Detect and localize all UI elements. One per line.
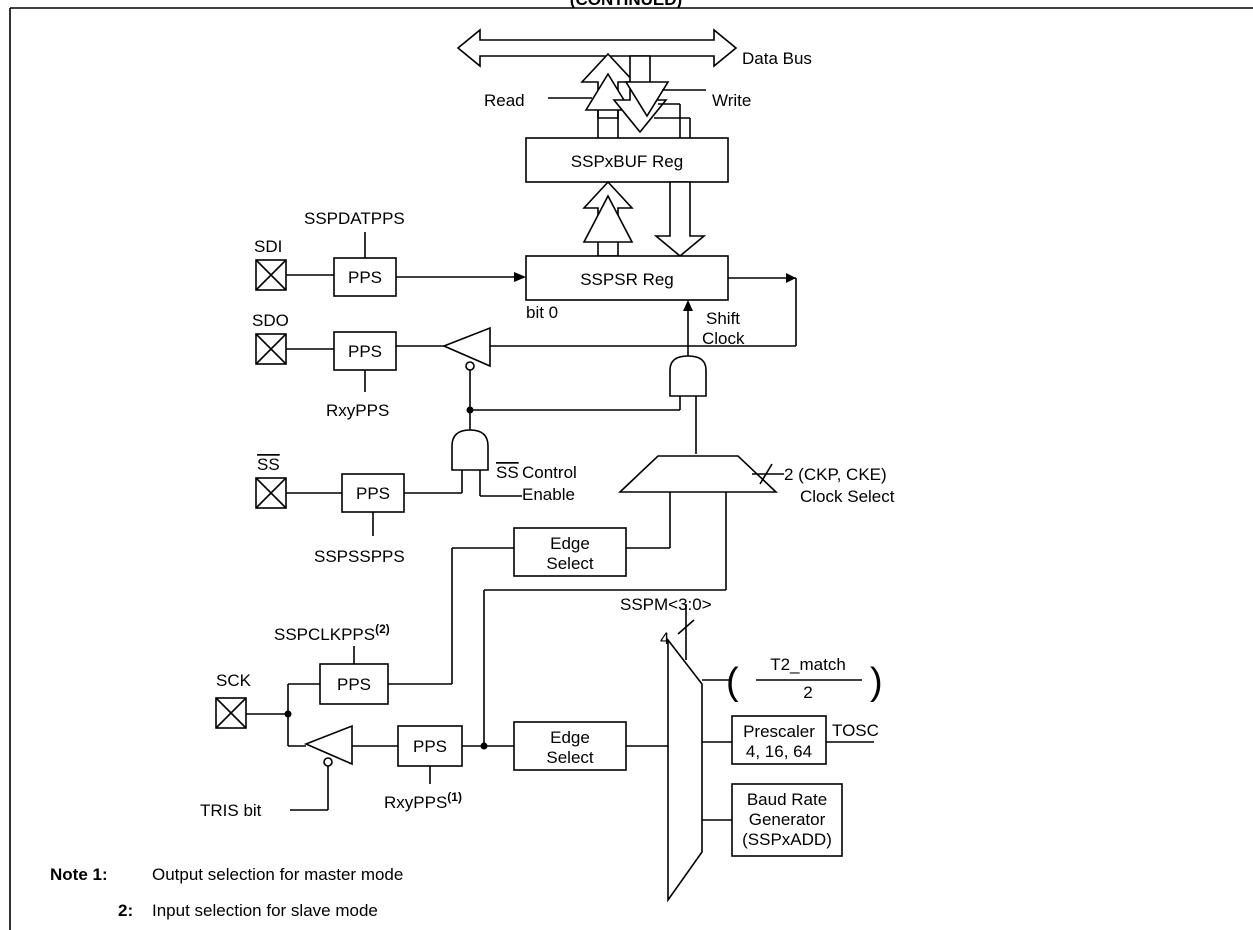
shift-label: Shift (706, 309, 740, 328)
baud-label1: Baud Rate (747, 790, 827, 809)
sdo-label: SDO (252, 311, 289, 330)
edge-lower-label1: Edge (550, 728, 590, 747)
clock-label: Clock (702, 329, 745, 348)
ss-label: SS (257, 455, 280, 474)
baud-rate-generator-box (731, 783, 843, 857)
sspclkpps-label: SSPCLKPPS(2) (274, 622, 390, 644)
clock-select-label: Clock Select (800, 487, 895, 506)
sspdatpps-label: SSPDATPPS (304, 209, 405, 228)
bit0-label: bit 0 (526, 303, 558, 322)
sspm-bus (677, 604, 695, 660)
baud-label2: Generator (749, 810, 826, 829)
ss-and-gate (404, 429, 522, 497)
prescaler-values: 4, 16, 64 (746, 742, 812, 761)
clock-select-mux (617, 455, 779, 493)
t2-open-paren: ( (726, 661, 739, 703)
sdo-pps-box (333, 331, 397, 371)
ss-pps-box (341, 473, 405, 513)
sspm-width: 4 (660, 629, 669, 648)
sspxbuf-label: SSPxBUF Reg (571, 152, 683, 171)
ss-control-label: Control (522, 463, 577, 482)
data-bus-arrow (456, 28, 738, 68)
rxypps1-sup: (1) (447, 790, 462, 804)
ss-pps-label: PPS (356, 484, 390, 503)
sck-label: SCK (216, 671, 252, 690)
sck-junction-dot (284, 710, 292, 718)
sdi-to-sspsr-wire (396, 272, 526, 282)
sdi-pps-label: PPS (348, 268, 382, 287)
sspm-label: SSPM<3:0> (620, 595, 712, 614)
note1-number: Note 1: (50, 865, 108, 884)
sck-in-pps-box (319, 663, 389, 705)
rxypps1-text: RxyPPS (384, 793, 447, 812)
sck-out-pps-label: PPS (413, 737, 447, 756)
data-bus-label: Data Bus (742, 49, 812, 68)
note1-text: Output selection for master mode (152, 865, 403, 884)
sspclkpps-text: SSPCLKPPS (274, 625, 375, 644)
sck-in-pps-label: PPS (337, 675, 371, 694)
rxypps-label: RxyPPS (326, 401, 389, 420)
ckp-cke-bus (752, 463, 784, 485)
edge-upper-label1: Edge (550, 534, 590, 553)
clock-junction-dot (480, 742, 488, 750)
t2-divisor-label: 2 (803, 683, 812, 702)
read-label: Read (484, 91, 525, 110)
sdi-label: SDI (254, 237, 282, 256)
sdo-tristate-buffer (396, 326, 491, 410)
note2-text: Input selection for slave mode (152, 901, 378, 920)
ckp-cke-label: 2 (CKP, CKE) (784, 465, 887, 484)
write-label: Write (712, 91, 751, 110)
sck-tristate-buffer (290, 724, 398, 811)
rxypps1-label: RxyPPS(1) (384, 790, 462, 812)
baud-label3: (SSPxADD) (742, 830, 832, 849)
t2-match-label: T2_match (770, 655, 846, 674)
sspsr-label: SSPSR Reg (580, 270, 674, 289)
read-buffer (548, 52, 636, 138)
sdo-pps-label: PPS (348, 342, 382, 361)
sspsr-register (525, 255, 729, 301)
shift-clock-wire (683, 300, 693, 362)
sspxbuf-register (525, 137, 729, 183)
prescaler-box (731, 715, 827, 765)
shift-out-wire (480, 273, 797, 347)
note2-number: 2: (118, 901, 133, 920)
clock-and-gate (669, 355, 707, 454)
edge-select-upper (513, 527, 627, 577)
figure-frame (9, 7, 1253, 930)
tris-bit-label: TRIS bit (200, 801, 262, 820)
clock-source-mux (667, 637, 703, 903)
sspclkpps-sup: (2) (375, 622, 390, 636)
load-buffer-up (582, 180, 634, 257)
edge-upper-wires (388, 492, 727, 746)
ss-enable-label: Enable (522, 485, 575, 504)
edge-upper-label2: Select (546, 554, 594, 573)
load-arrow-down (653, 181, 707, 258)
tosc-label: TOSC (832, 721, 879, 740)
t2-close-paren: ) (870, 661, 883, 703)
ss-control-ss: SS (496, 463, 519, 482)
edge-lower-label2: Select (546, 748, 594, 767)
prescaler-label: Prescaler (743, 722, 815, 741)
write-buffer (612, 55, 706, 138)
sck-wires (246, 683, 320, 747)
sspsspps-label: SSPSSPPS (314, 547, 405, 566)
sck-out-pps-box (397, 725, 463, 767)
edge-select-lower (513, 721, 627, 771)
figure-title: (CONTINUED) (570, 0, 682, 9)
